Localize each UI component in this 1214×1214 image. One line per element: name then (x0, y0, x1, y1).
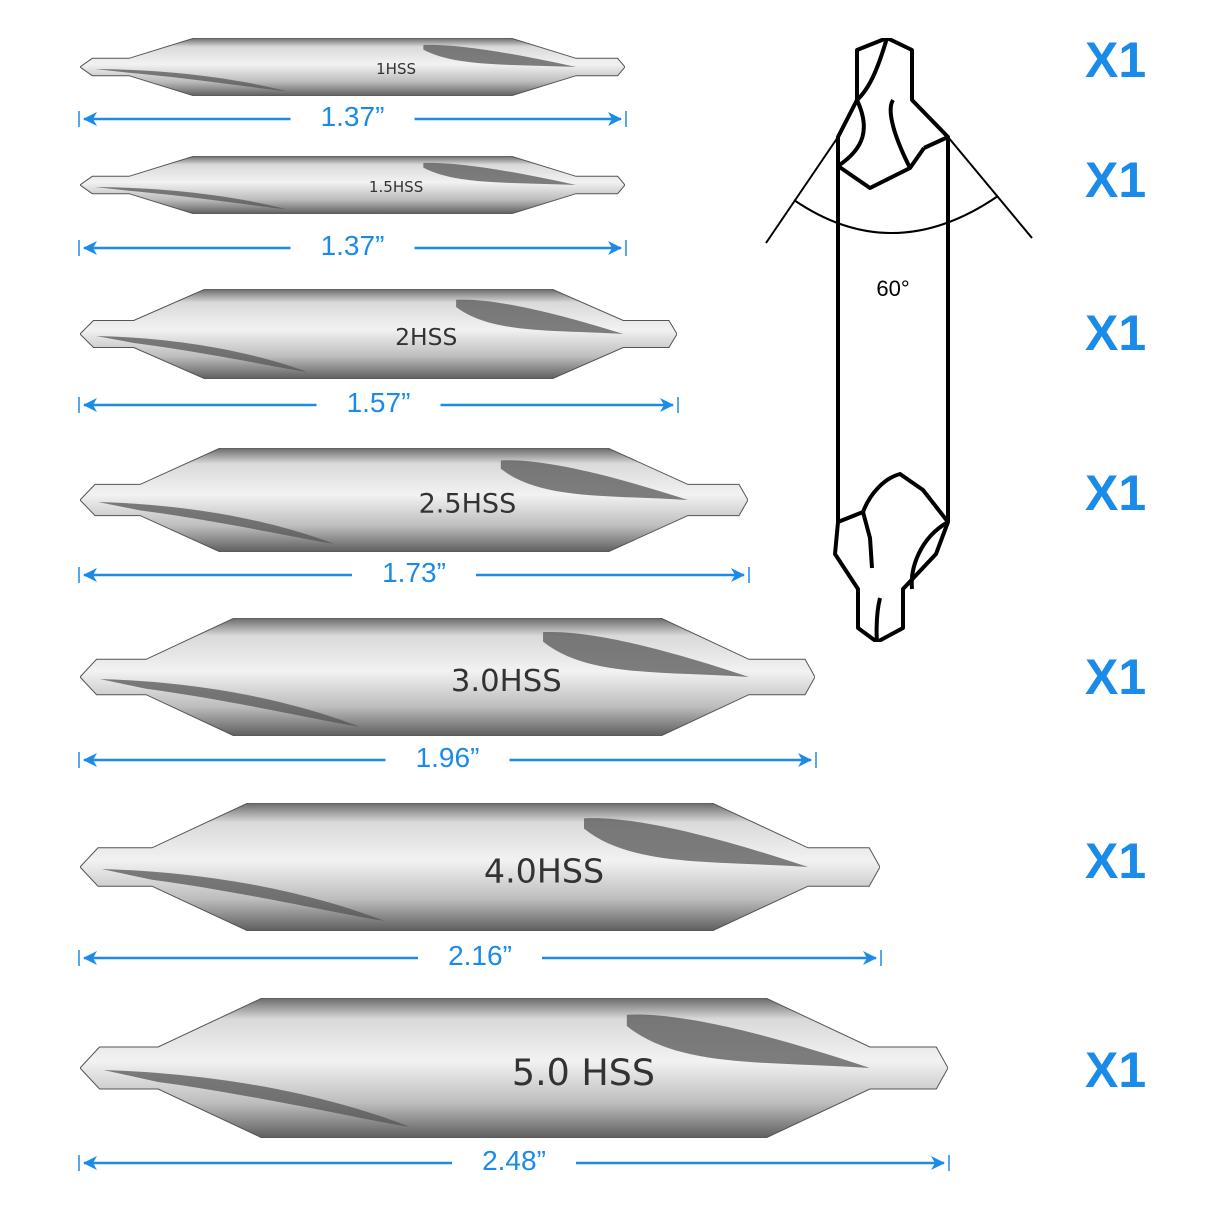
drill-bit-2: 1.5HSS (80, 156, 625, 214)
center-drill-diagram: 60° (765, 38, 1033, 642)
dimension-arrow (78, 950, 882, 966)
length-label: 1.73” (382, 557, 446, 588)
quantity-label: X1 (1085, 1042, 1147, 1098)
dimension-arrow (78, 1155, 950, 1171)
quantity-label: X1 (1085, 152, 1147, 208)
drill-bit-1: 1HSS (80, 38, 625, 96)
drill-size-label: 5.0 HSS (512, 1051, 655, 1094)
drill-size-label: 4.0HSS (484, 851, 604, 890)
drill-size-label: 2HSS (395, 323, 457, 351)
length-label: 2.16” (448, 940, 512, 971)
angle-label: 60° (876, 276, 909, 301)
length-label: 1.57” (346, 387, 411, 418)
drill-size-label: 1.5HSS (369, 178, 423, 196)
length-label: 2.48” (482, 1145, 546, 1176)
quantity-label: X1 (1085, 465, 1147, 521)
drill-bit-3: 2HSS (80, 289, 677, 379)
length-label: 1.37” (320, 230, 385, 261)
quantity-label: X1 (1085, 833, 1147, 889)
drill-bit-6: 4.0HSS (80, 803, 880, 931)
quantity-label: X1 (1085, 305, 1147, 361)
drill-size-label: 1HSS (376, 60, 416, 78)
quantity-label: X1 (1085, 649, 1147, 705)
drill-size-label: 2.5HSS (419, 488, 517, 519)
dimension-arrow (78, 397, 679, 413)
dimension-arrow (78, 240, 627, 256)
quantity-label: X1 (1085, 32, 1147, 88)
dimension-arrow (78, 567, 750, 583)
length-label: 1.96” (415, 742, 480, 773)
drill-bit-5: 3.0HSS (80, 618, 815, 736)
length-label: 1.37” (320, 101, 385, 132)
dimension-arrow (78, 111, 627, 127)
drill-bit-4: 2.5HSS (80, 448, 748, 552)
drill-bit-7: 5.0 HSS (80, 998, 948, 1138)
drill-size-label: 3.0HSS (451, 664, 562, 699)
dimension-arrow (78, 752, 817, 768)
